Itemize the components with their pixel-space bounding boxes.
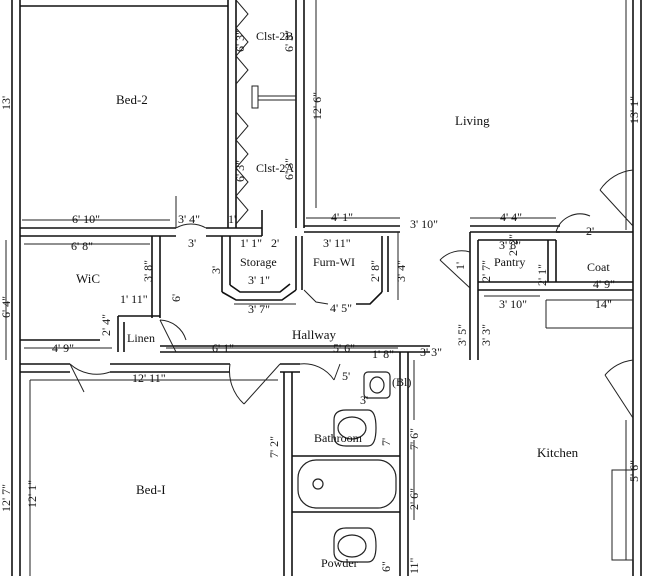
dim-label: (Bl) xyxy=(392,375,411,389)
dim-label: 6' 4" xyxy=(0,296,13,318)
dimension-labels-horizontal: 6' 10" 3' 4" 1' 4' 1" 3' 10" 4' 4" 6' 8"… xyxy=(52,210,615,407)
dim-label: 2' 7" xyxy=(479,260,493,282)
dim-label: 3' 5" xyxy=(455,324,469,346)
dim-label: 6' 3" xyxy=(282,30,296,52)
dim-label: 4' 9" xyxy=(52,341,74,355)
dim-label: 1' 8" xyxy=(372,347,394,361)
dim-label: 7' 6" xyxy=(407,428,421,450)
dim-label: 2' 1" xyxy=(535,264,549,286)
dim-label: 1' xyxy=(453,262,467,270)
dim-label: 6" xyxy=(379,561,393,572)
bathtub-fixture xyxy=(297,459,397,509)
room-bathroom: Bathroom xyxy=(314,431,363,445)
dim-label: 3' 4" xyxy=(178,212,200,226)
dim-label: 1' 11" xyxy=(120,292,148,306)
bifold-doors xyxy=(235,0,296,225)
dim-label: 2' 6" xyxy=(407,488,421,510)
dim-label: 3' xyxy=(360,393,368,407)
dim-label: 5' 6" xyxy=(333,341,355,355)
room-living: Living xyxy=(455,113,490,128)
dim-label: 2' 8" xyxy=(368,260,382,282)
dim-label: 7' xyxy=(379,438,393,446)
dim-label: 1' 1" xyxy=(240,236,262,250)
dim-label: 3' 4" xyxy=(394,260,408,282)
room-linen: Linen xyxy=(127,331,155,345)
room-coat: Coat xyxy=(587,260,610,274)
dimension-lines xyxy=(5,0,627,576)
dim-label: 2' xyxy=(271,236,279,250)
dim-label: 3' xyxy=(188,236,196,250)
dim-label: 13' 1" xyxy=(627,96,641,124)
dim-label: 6' 8" xyxy=(71,239,93,253)
dim-label: 3' xyxy=(209,266,223,274)
dim-label: 12' 1" xyxy=(25,480,39,508)
dim-label: 12' 11" xyxy=(132,371,166,385)
dim-label: 3' 8" xyxy=(141,260,155,282)
dim-label: 13' xyxy=(0,96,13,110)
dim-label: 4' 5" xyxy=(330,301,352,315)
dim-label: 1' xyxy=(228,212,236,226)
dim-label: 3' 1" xyxy=(248,273,270,287)
dim-label: 3' 10" xyxy=(410,217,438,231)
dim-label: 6' 3" xyxy=(233,30,247,52)
dim-label: 3' 8" xyxy=(499,238,521,252)
room-powder: Powder xyxy=(321,556,358,570)
dim-label: 6' 10" xyxy=(72,212,100,226)
dim-label: 4' 9" xyxy=(593,277,615,291)
room-pantry: Pantry xyxy=(494,255,525,269)
dimension-labels-vertical: 13' 6' 4" 12' 7" 12' 1" 6' 3" 6' 3" 6' 3… xyxy=(0,30,641,574)
dim-label: 5' xyxy=(342,369,350,383)
dim-label: 2' xyxy=(586,224,594,238)
room-hallway: Hallway xyxy=(292,327,337,342)
dim-label: 6' 3" xyxy=(282,158,296,180)
room-bed1: Bed-I xyxy=(136,482,166,497)
dim-label: 2' 4" xyxy=(99,314,113,336)
dim-label: 3' 10" xyxy=(499,297,527,311)
dim-label: 5' 6" xyxy=(627,460,641,482)
room-storage: Storage xyxy=(240,255,277,269)
dim-label: 7' 2" xyxy=(267,436,281,458)
room-wic: WiC xyxy=(76,271,100,286)
room-kitchen: Kitchen xyxy=(537,445,579,460)
dim-label: 3' 3" xyxy=(420,345,442,359)
door-swings xyxy=(69,169,634,419)
dim-label: 11" xyxy=(407,557,421,574)
dim-label: 12' 7" xyxy=(0,484,13,512)
dim-label: 12' 6" xyxy=(310,92,324,120)
dim-label: 4' 4" xyxy=(500,210,522,224)
walls xyxy=(11,0,642,576)
dim-label: 3' 11" xyxy=(323,236,351,250)
dim-label: 3' 3" xyxy=(479,324,493,346)
dim-label: 2' 2" xyxy=(506,234,520,256)
dim-label: 14" xyxy=(595,297,612,311)
fixtures xyxy=(297,371,397,563)
room-bed2: Bed-2 xyxy=(116,92,148,107)
dim-label: 3' 7" xyxy=(248,302,270,316)
room-furn-wi: Furn-WI xyxy=(313,255,355,269)
dim-label: 4' 1" xyxy=(331,210,353,224)
room-clst2b: Clst-2B xyxy=(256,29,293,43)
room-clst2a: Clst-2A xyxy=(256,161,294,175)
dim-label: 6' 1" xyxy=(212,341,234,355)
dim-label: 6' xyxy=(169,294,183,302)
room-labels: Bed-2 Living Clst-2B Clst-2A WiC Storage… xyxy=(76,29,610,570)
dim-label: 6' 3" xyxy=(233,160,247,182)
